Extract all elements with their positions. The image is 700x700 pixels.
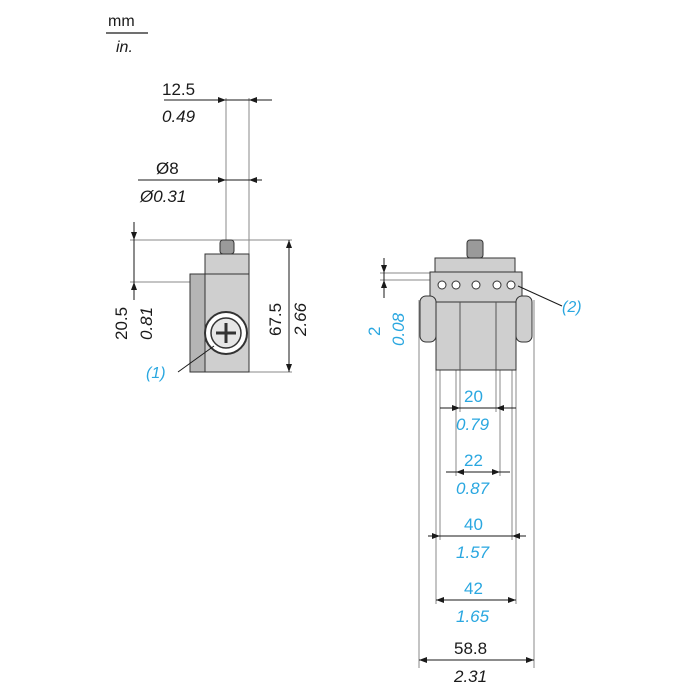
arrow-8-right <box>249 177 257 183</box>
front-flange-right <box>515 295 533 343</box>
dim-22-mm: 22 <box>464 451 483 470</box>
arrow-20-5-bottom <box>131 282 137 290</box>
arrow-22-left <box>456 469 464 475</box>
note-1: (1) <box>146 365 166 382</box>
arrow-2-top <box>381 265 387 273</box>
terminal-4 <box>492 280 502 290</box>
arrow-2-bottom <box>381 280 387 288</box>
terminal-3 <box>471 280 481 290</box>
dim-2-in: 0.08 <box>389 312 408 346</box>
arrow-20-left <box>452 405 460 411</box>
dim-12-5-mm: 12.5 <box>162 80 195 99</box>
front-head <box>434 257 516 273</box>
front-body <box>435 301 517 371</box>
dim-20-5-in: 0.81 <box>137 307 156 340</box>
front-plunger <box>466 239 484 259</box>
dim-20-5-mm: 20.5 <box>112 307 131 340</box>
side-head <box>204 253 250 275</box>
units-in: in. <box>116 39 133 56</box>
terminal-1 <box>437 280 447 290</box>
arrow-20-right <box>496 405 504 411</box>
arrow-12-5-right <box>249 97 257 103</box>
terminal-5 <box>506 280 516 290</box>
dim-42-in: 1.65 <box>456 607 490 626</box>
dim-8-in: Ø0.31 <box>139 187 186 206</box>
dim-40-in: 1.57 <box>456 543 490 562</box>
dim-67-5-mm: 67.5 <box>266 303 285 336</box>
arrow-40-left <box>432 533 440 539</box>
dim-58-8-mm: 58.8 <box>454 639 487 658</box>
dim-67-5-in: 2.66 <box>291 302 310 337</box>
side-plunger <box>219 239 235 255</box>
dim-58-8-in: 2.31 <box>453 667 487 686</box>
dim-20-in: 0.79 <box>456 415 490 434</box>
dim-20-mm: 20 <box>464 387 483 406</box>
arrow-22-right <box>492 469 500 475</box>
arrow-58-8-right <box>526 657 534 663</box>
front-flange-left <box>419 295 437 343</box>
side-view: 12.5 0.49 Ø8 Ø0.31 20.5 0.81 67.5 2.66 (… <box>112 80 310 382</box>
front-view: 2 0.08 (2) 20 0.79 22 0.87 40 1.57 42 1.… <box>365 239 582 686</box>
arrow-67-5-top <box>286 240 292 248</box>
arrow-20-5-top <box>131 232 137 240</box>
arrow-42-left <box>436 597 444 603</box>
units-legend: mm in. <box>106 13 148 56</box>
dim-8-mm: Ø8 <box>156 159 179 178</box>
dim-40-mm: 40 <box>464 515 483 534</box>
arrow-58-8-left <box>419 657 427 663</box>
dim-2-mm: 2 <box>365 327 384 336</box>
units-mm: mm <box>108 13 135 30</box>
dim-22-in: 0.87 <box>456 479 490 498</box>
arrow-40-right <box>512 533 520 539</box>
note-1-leader <box>177 345 215 373</box>
dim-42-mm: 42 <box>464 579 483 598</box>
arrow-8-left <box>218 177 226 183</box>
arrow-67-5-bottom <box>286 364 292 372</box>
dim-12-5-in: 0.49 <box>162 107 196 126</box>
note-2: (2) <box>562 299 582 316</box>
side-body-shade <box>189 273 206 373</box>
arrow-12-5-left <box>218 97 226 103</box>
terminal-2 <box>451 280 461 290</box>
note-2-leader <box>517 285 563 307</box>
arrow-42-right <box>508 597 516 603</box>
